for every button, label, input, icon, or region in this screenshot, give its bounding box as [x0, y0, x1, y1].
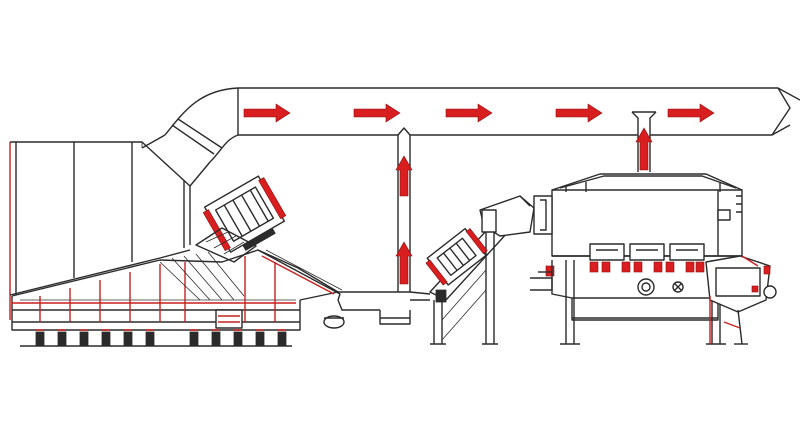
vibrator-motor-left [202, 175, 287, 253]
flow-arrow-right-4 [555, 103, 603, 123]
flow-arrow-right-1 [243, 103, 291, 123]
air-duct [141, 87, 800, 187]
flow-arrow-right-5 [667, 103, 715, 123]
rotary-valve [705, 255, 777, 345]
screen-springs [35, 329, 287, 347]
branch-duct-middle [397, 127, 411, 292]
flow-arrow-up-2 [395, 241, 413, 285]
vibrating-screen [11, 249, 343, 347]
collection-hood [9, 141, 191, 320]
flow-arrows [243, 103, 715, 285]
flow-arrow-up-1 [395, 155, 413, 197]
flow-arrow-up-3 [635, 127, 653, 171]
flow-arrow-right-2 [353, 103, 401, 123]
discharge-chute [323, 291, 431, 329]
vibrator-motor-middle [425, 227, 488, 286]
bucket-elevator [429, 195, 535, 345]
hopper-left [195, 227, 257, 263]
collector-valves [545, 261, 705, 277]
flow-arrow-right-3 [445, 103, 493, 123]
dust-collector [530, 173, 743, 345]
